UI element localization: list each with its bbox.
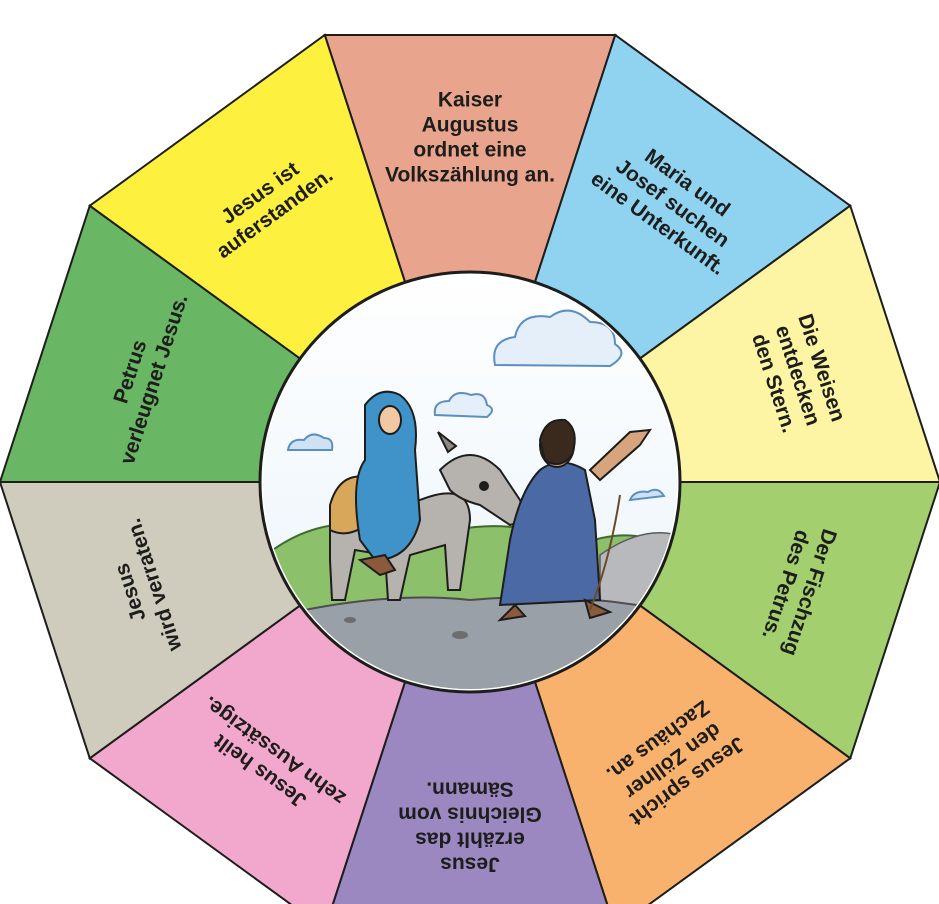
segment-label-line: Sämann. xyxy=(426,778,514,801)
cloud-icon xyxy=(286,309,666,502)
segment-label-line: Gleichnis vom xyxy=(398,803,542,826)
center-illustration xyxy=(258,270,682,694)
segment-label-line: Jesus xyxy=(440,853,500,876)
joseph-figure xyxy=(497,418,653,622)
mary-figure xyxy=(329,390,422,577)
segment-label-line: Augustus xyxy=(422,114,519,137)
segment-label-saemann: Jesuserzählt dasGleichnis vomSämann. xyxy=(398,778,542,876)
segment-label-line: ordnet eine xyxy=(413,139,526,162)
segment-label-line: Volkszählung an. xyxy=(385,164,555,187)
segment-label-line: erzählt das xyxy=(415,828,525,851)
segment-label-line: Kaiser xyxy=(438,89,502,112)
